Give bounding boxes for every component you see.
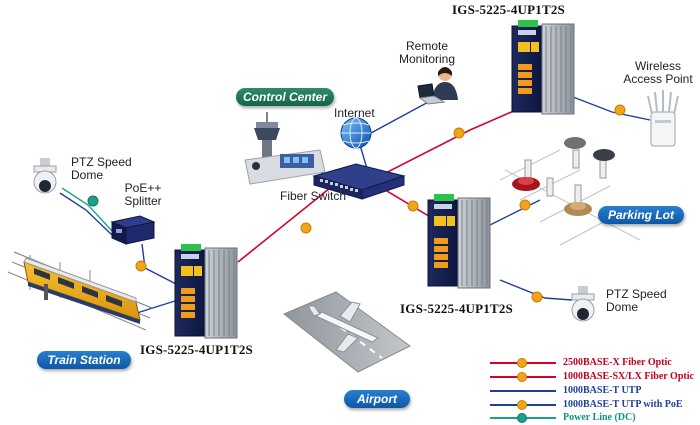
model-label-middle: IGS-5225-4UP1T2S: [400, 301, 513, 316]
legend-text: 1000BASE-SX/LX Fiber Optic: [563, 371, 694, 382]
remote-monitoring-label-line1: Remote: [405, 39, 449, 53]
dc-badge: [87, 195, 99, 207]
ptz-dome-right-label-line2: Dome: [606, 300, 639, 314]
legend-item-utp-poe: 1000BASE-T UTP with PoE: [490, 398, 700, 411]
connector-badge: [519, 199, 531, 211]
poe-splitter-label-line1: PoE++: [124, 181, 162, 195]
poe-splitter-icon: [110, 215, 156, 245]
remote-monitoring-label-line2: Monitoring: [398, 52, 456, 66]
legend-line: [490, 390, 556, 392]
globe-icon: [340, 117, 372, 149]
industrial-switch-icon: [511, 20, 575, 115]
laptop-icon: [417, 83, 446, 105]
area-control-center: Control Center: [236, 88, 334, 106]
connector-badge: [531, 291, 543, 303]
legend-text: Power Line (DC): [563, 412, 636, 423]
train-icon: [7, 251, 153, 331]
fiber-top-switch-to-core: [371, 109, 517, 181]
legend-connector-dot: [517, 400, 527, 410]
remote-monitoring-label: Remote Monitoring: [392, 40, 462, 66]
legend-text: 1000BASE-T UTP with PoE: [563, 399, 683, 410]
internet-label: Internet: [334, 106, 375, 120]
connector-badge: [135, 260, 147, 272]
parking-cars-icon: [499, 137, 641, 246]
connector-badge: [614, 104, 626, 116]
connector-badge: [300, 222, 312, 234]
ptz-dome-left-label: PTZ Speed Dome: [71, 156, 132, 182]
legend-text: 1000BASE-T UTP: [563, 385, 642, 396]
wireless-ap-label: Wireless Access Point: [612, 60, 700, 86]
connector-badge: [453, 127, 465, 139]
poe-splitter-label: PoE++ Splitter: [120, 182, 166, 208]
control-tower-icon: [244, 112, 326, 185]
ptz-dome-left-label-line1: PTZ Speed: [71, 155, 132, 169]
poe-top-switch-to-ap: [559, 91, 651, 121]
connector-badges: [87, 104, 626, 303]
ptz-dome-right-label-line1: PTZ Speed: [606, 287, 667, 301]
legend-item-fiber-2500: 2500BASE-X Fiber Optic: [490, 356, 700, 369]
dc-splitter-to-ptz: [61, 187, 114, 233]
utp-splitter-to-ptz: [59, 192, 114, 237]
legend-connector-dot: [517, 358, 527, 368]
fiber-core-to-bottom-switch: [237, 187, 331, 263]
legend-item-fiber-1000: 1000BASE-SX/LX Fiber Optic: [490, 370, 700, 383]
airplane-icon: [283, 291, 411, 373]
monitoring-person-icon: [432, 67, 458, 100]
connector-badge: [407, 200, 419, 212]
wireless-ap-label-line1: Wireless: [634, 59, 681, 73]
legend-connector-dot: [517, 372, 527, 382]
wireless-ap-label-line2: Access Point: [623, 72, 693, 86]
fiber-switch-label: Fiber Switch: [280, 189, 347, 203]
model-label-bottom: IGS-5225-4UP1T2S: [140, 342, 253, 357]
legend-item-utp: 1000BASE-T UTP: [490, 384, 700, 397]
ptz-camera-icon: [571, 286, 595, 322]
area-train-station: Train Station: [37, 351, 131, 369]
ptz-dome-right-label: PTZ Speed Dome: [606, 288, 667, 314]
legend-item-dc: Power Line (DC): [490, 411, 700, 424]
ptz-camera-icon: [33, 158, 57, 194]
utp-internet-to-laptop: [370, 99, 433, 134]
ptz-dome-left-label-line2: Dome: [71, 168, 104, 182]
area-airport: Airport: [344, 390, 410, 408]
industrial-switch-icon: [174, 244, 238, 339]
poe-bottom-switch-to-splitter: [141, 243, 179, 286]
poe-middle-switch-to-parking: [479, 199, 541, 231]
poe-middle-switch-to-ptz: [499, 279, 573, 301]
legend-text: 2500BASE-X Fiber Optic: [563, 357, 672, 368]
fiber-switch-icon: [312, 163, 406, 200]
legend-dc-dot: [517, 413, 527, 423]
area-parking-lot: Parking Lot: [598, 206, 684, 224]
poe-splitter-label-line2: Splitter: [124, 194, 162, 208]
model-label-top: IGS-5225-4UP1T2S: [452, 2, 565, 17]
wireless-ap-icon: [647, 90, 679, 147]
industrial-switch-icon: [427, 194, 491, 289]
